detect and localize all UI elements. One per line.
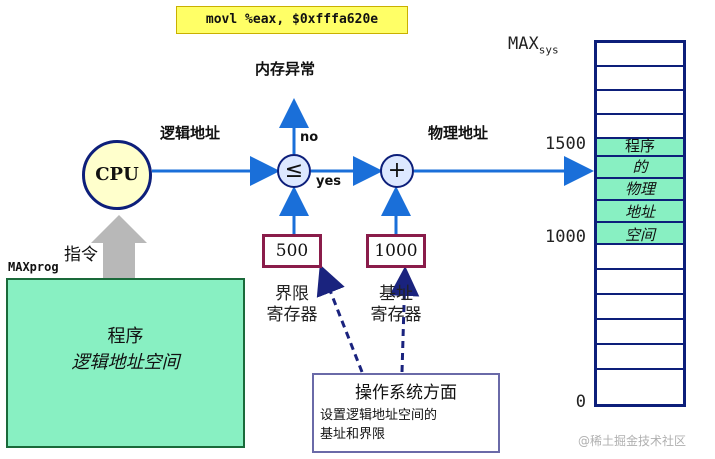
compare-operator: ≤ (277, 154, 311, 188)
os-to-base-dashed-arrow (389, 266, 420, 373)
memory-cell-highlighted (597, 157, 683, 179)
yes-branch-label: yes (316, 174, 342, 189)
add-operator: + (380, 154, 414, 188)
physical-address-label: 物理地址 (428, 124, 489, 142)
no-branch-label: no (300, 130, 319, 145)
memory-seg-line3: 物理 (624, 180, 655, 198)
memory-seg-line4: 地址 (624, 203, 655, 221)
limit-register-label: 界限寄存器 (257, 284, 327, 326)
limit-register-line2: 寄存器 (266, 305, 318, 325)
os-to-limit-dashed-arrow (316, 264, 364, 373)
cpu-node: CPU (82, 140, 152, 210)
memory-seg-line2: 的 (632, 158, 648, 176)
memory-cell (597, 43, 683, 67)
memory-cell-highlighted (597, 139, 683, 157)
os-note-title: 操作系统方面 (355, 383, 457, 403)
limit-register-line1: 界限 (275, 284, 309, 304)
physical-memory-column (594, 40, 686, 407)
base-register-value: 1000 (366, 234, 426, 268)
base-register-label: 基址寄存器 (361, 284, 431, 326)
memory-cell-highlighted (597, 201, 683, 223)
limit-register-value: 500 (262, 234, 322, 268)
memory-cell (597, 370, 683, 404)
logical-space-label: 逻辑地址空间 (71, 352, 180, 373)
axis-1000-label: 1000 (545, 227, 586, 247)
maxprog-label: MAXprog (8, 260, 59, 274)
instruction-label: 指令 (64, 245, 98, 265)
memory-cell (597, 67, 683, 91)
max-sub-label: sys (538, 43, 559, 57)
memory-seg-line1: 程序 (624, 137, 655, 155)
memory-cell-highlighted (597, 179, 683, 201)
instruction-fetch-arrow (91, 215, 147, 280)
os-note-line1: 设置逻辑地址空间的 (320, 408, 438, 423)
axis-0-label: 0 (575, 392, 586, 412)
base-register-line2: 寄存器 (370, 305, 422, 325)
program-logical-space-box (6, 278, 245, 448)
memory-cell (597, 245, 683, 270)
max-label: MAX (508, 34, 539, 54)
memory-cell (597, 270, 683, 295)
memory-exception-label: 内存异常 (254, 60, 315, 78)
memory-cell (597, 320, 683, 345)
os-note-line2: 基址和界限 (320, 427, 386, 442)
os-note-description: 设置逻辑地址空间的基址和界限 (320, 406, 500, 444)
watermark: @稀土掘金技术社区 (578, 434, 687, 448)
axis-1500-label: 1500 (545, 134, 586, 154)
logical-address-label: 逻辑地址 (160, 124, 221, 142)
max-sys-label: MAXsys (508, 34, 559, 56)
base-register-line1: 基址 (379, 284, 413, 304)
os-note-box (312, 373, 500, 453)
memory-cell (597, 345, 683, 370)
instruction-banner: movl %eax, $0xfffa620e (176, 6, 408, 34)
program-label: 程序 (107, 326, 144, 347)
memory-cell (597, 115, 683, 139)
memory-cell-highlighted (597, 223, 683, 245)
memory-seg-line5: 空间 (624, 226, 655, 244)
memory-cell (597, 295, 683, 320)
memory-cell (597, 91, 683, 115)
